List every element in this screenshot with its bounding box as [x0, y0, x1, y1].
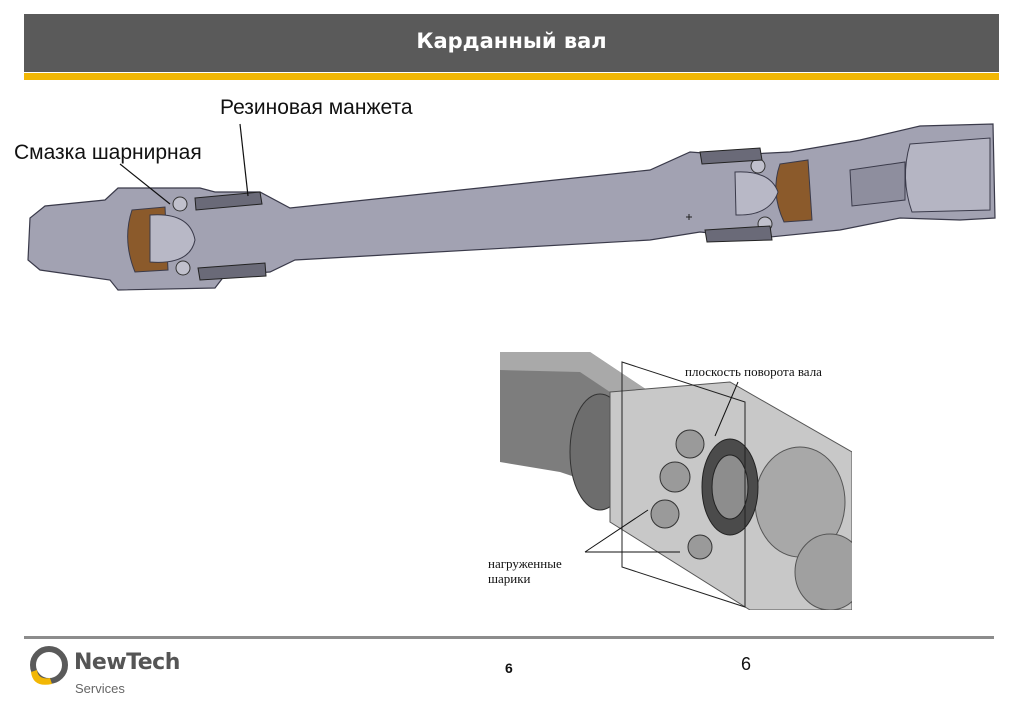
- loaded-balls-label: нагруженные шарики: [488, 556, 562, 586]
- title-bar: Карданный вал: [24, 14, 999, 72]
- page-number: 6: [741, 654, 752, 674]
- accent-bar: [24, 73, 999, 80]
- logo-name: NewTech: [74, 650, 180, 675]
- rubber-boot-label: Резиновая манжета: [220, 96, 413, 119]
- page-title: Карданный вал: [416, 29, 607, 53]
- loaded-balls-label-line1: нагруженные: [488, 556, 562, 571]
- rubber-boot-leader-line: [239, 123, 249, 197]
- cardan-shaft-drawing: [27, 123, 996, 291]
- newtech-logo-icon: [30, 646, 68, 685]
- joint-lubricant-leader-line: [119, 163, 171, 205]
- logo-subtitle: Services: [75, 681, 125, 696]
- rotation-plane-label: плоскость поворота вала: [685, 364, 822, 380]
- footer-divider: [24, 636, 994, 639]
- loaded-balls-label-line2: шарики: [488, 571, 531, 586]
- page-number-bold: 6: [505, 660, 513, 676]
- joint-lubricant-label: Смазка шарнирная: [14, 141, 202, 164]
